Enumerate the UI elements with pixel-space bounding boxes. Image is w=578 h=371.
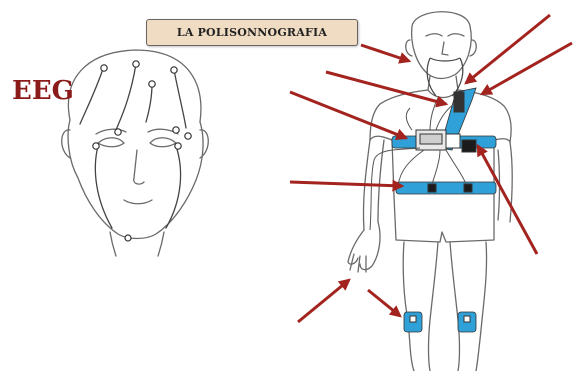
arrow-abdomen [290, 182, 402, 186]
page-title: LA POLISONNOGRAFIA [146, 19, 358, 46]
eeg-label: EEG [12, 76, 74, 106]
arrow-shoulder [482, 43, 572, 94]
eeg-head [62, 50, 209, 256]
arrow-device [478, 146, 537, 254]
recording-device [410, 92, 476, 322]
arrow-face [361, 45, 409, 61]
arrow-neck-top [466, 15, 550, 83]
arrow-hand [298, 280, 349, 322]
arrow-leg [368, 290, 400, 316]
sensor-bands [392, 88, 496, 332]
pointer-arrows [290, 15, 572, 322]
